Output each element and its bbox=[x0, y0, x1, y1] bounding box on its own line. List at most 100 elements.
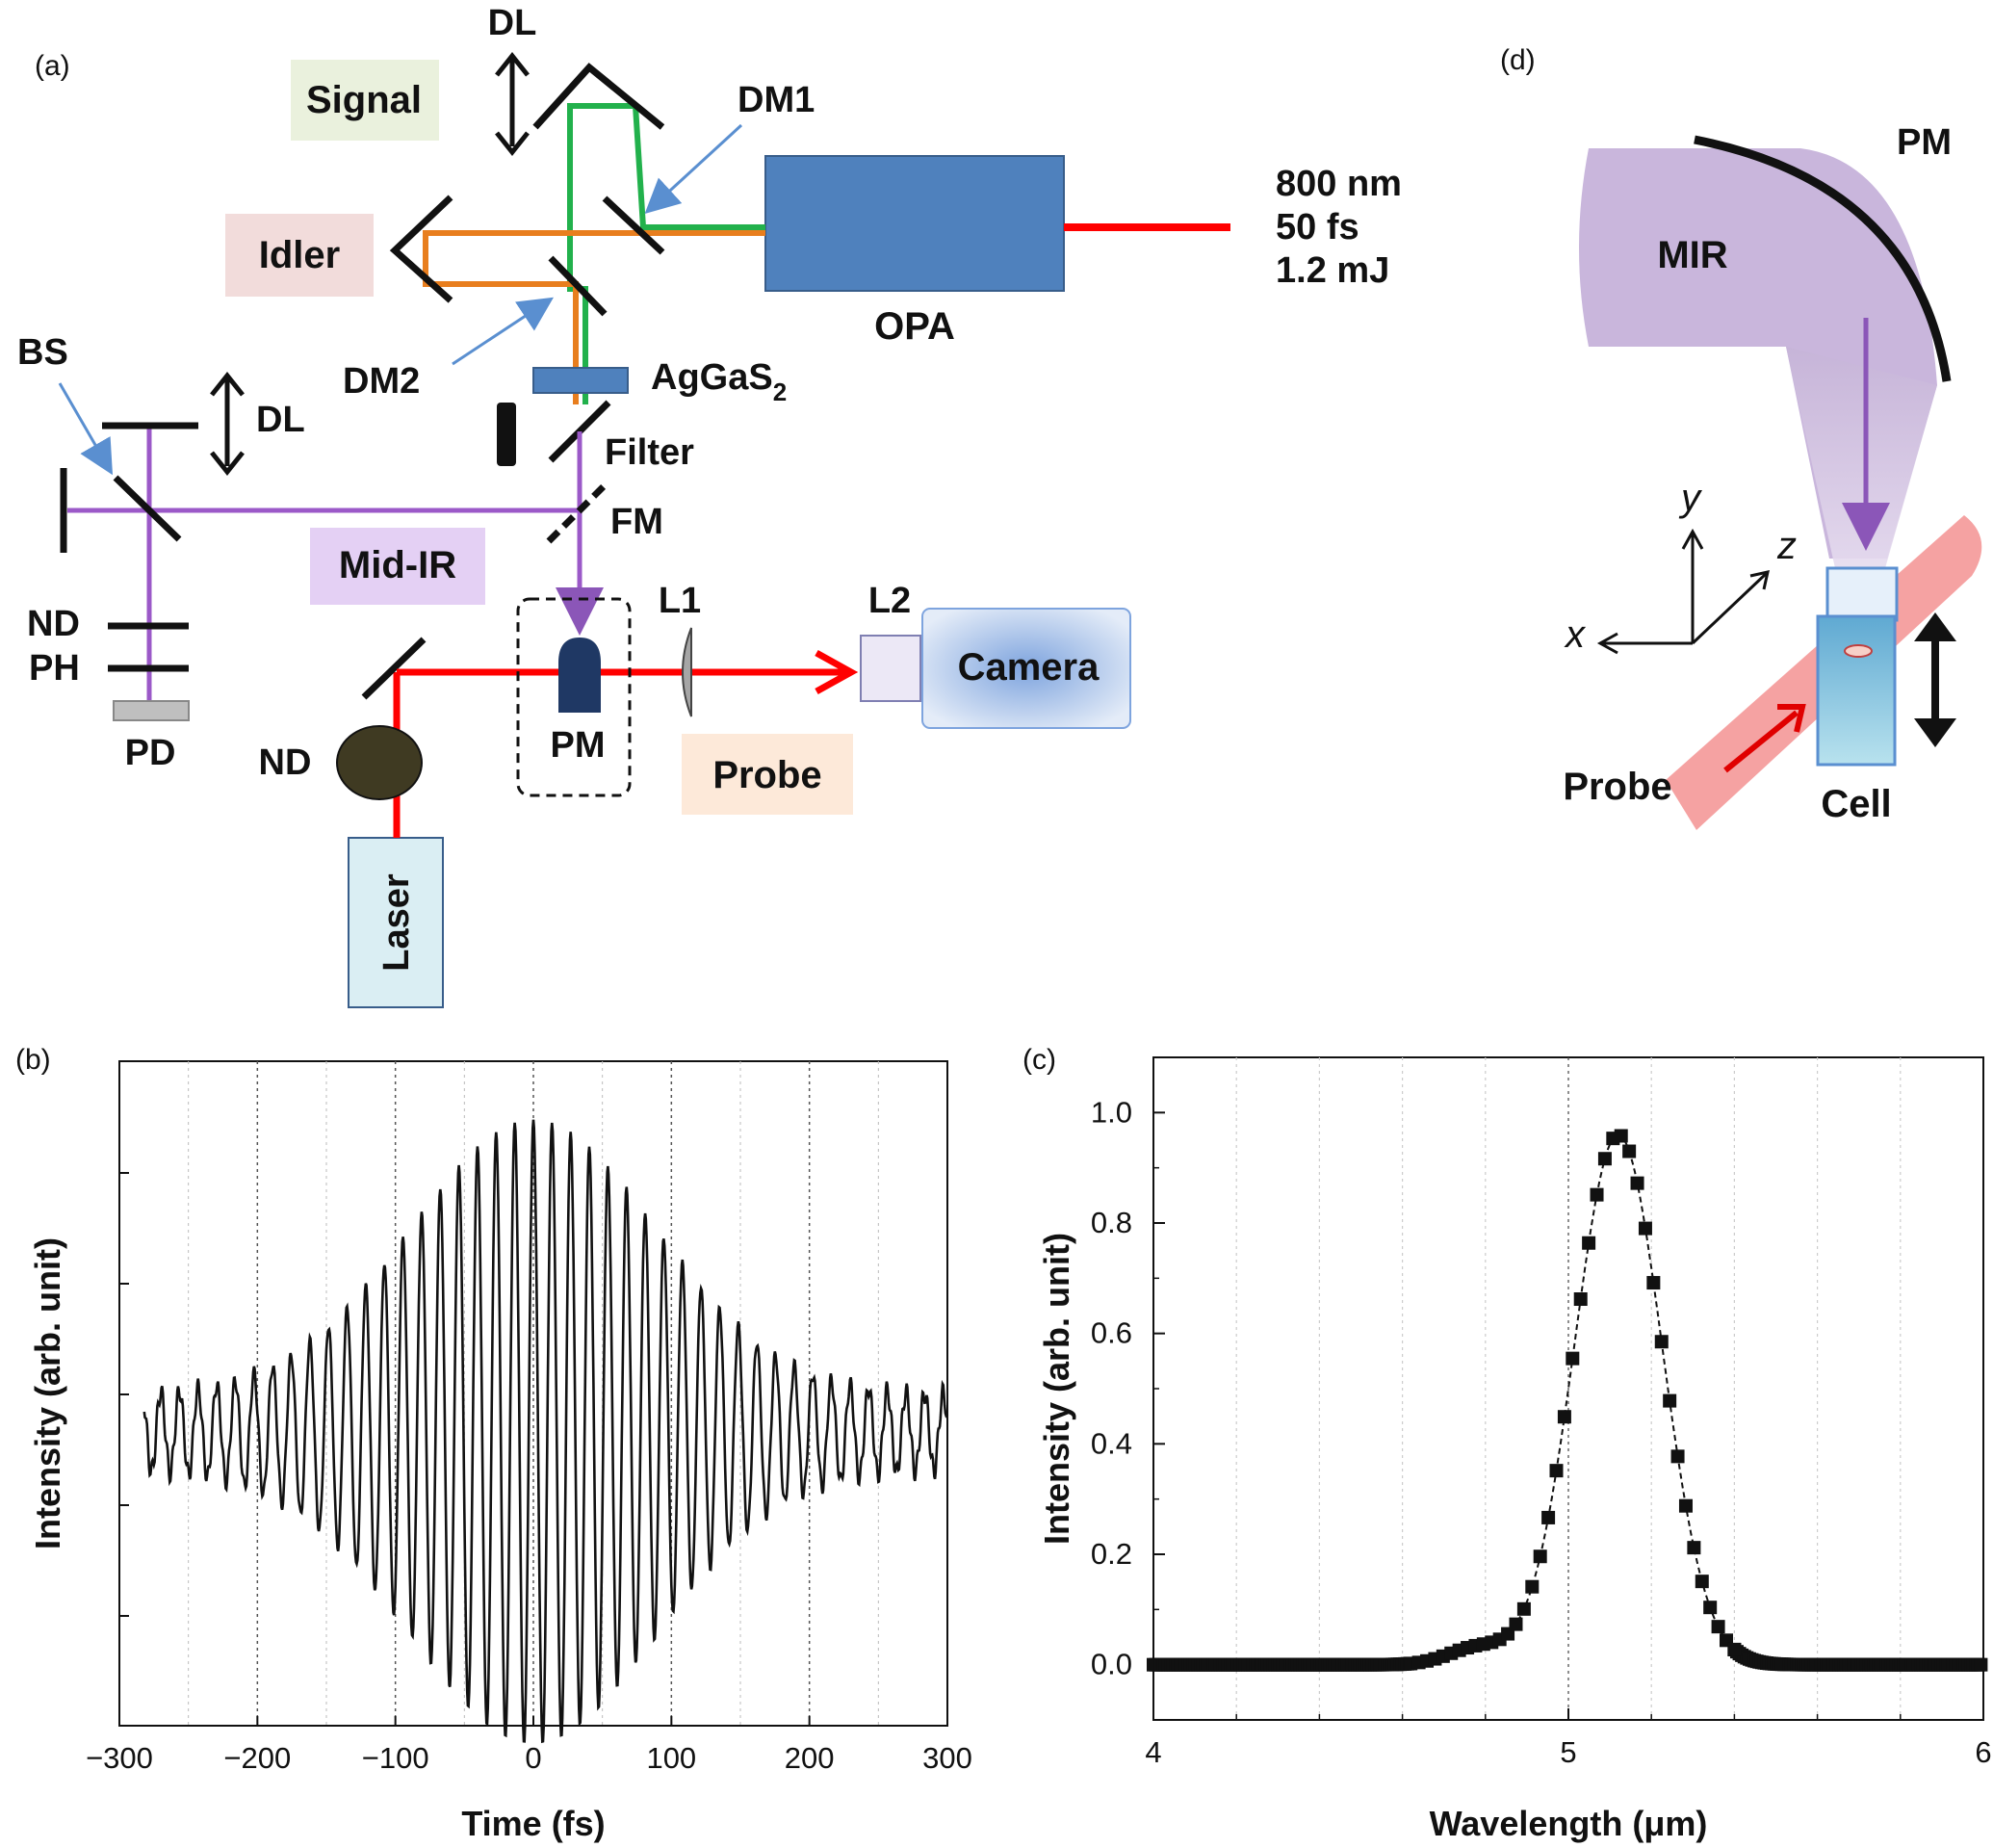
chart-b-xtick-label: 100 bbox=[646, 1741, 696, 1775]
chart-c-marker bbox=[1663, 1393, 1677, 1408]
cell-translation-head-down bbox=[1914, 718, 1956, 747]
laser-spec-1: 800 nm bbox=[1276, 164, 1402, 204]
chart-c-ytick-label: 0.8 bbox=[1091, 1206, 1132, 1239]
chart-c-marker bbox=[1582, 1236, 1596, 1250]
beam-splitter bbox=[113, 475, 182, 542]
mir-label: MIR bbox=[1657, 234, 1727, 276]
axis-z-line bbox=[1691, 572, 1768, 645]
chart-c-marker bbox=[1590, 1187, 1604, 1202]
laser-spec-3: 1.2 mJ bbox=[1276, 250, 1389, 291]
pm-dashed-box bbox=[516, 597, 632, 797]
roof-mirror-idler bbox=[389, 195, 453, 303]
l1-label: L1 bbox=[659, 581, 701, 621]
fm-label: FM bbox=[610, 502, 663, 542]
chart-c-marker bbox=[1687, 1541, 1701, 1555]
dl-left-arrowhead-up bbox=[210, 371, 245, 397]
probe-arrowhead bbox=[815, 649, 859, 695]
dl-top-arrowhead-up bbox=[495, 51, 530, 77]
probe-turn-mirror bbox=[361, 637, 427, 700]
axis-x-head bbox=[1596, 632, 1618, 655]
chart-c-ytick-label: 0.0 bbox=[1091, 1648, 1132, 1681]
camera-body bbox=[921, 608, 1131, 729]
l2-label: L2 bbox=[868, 581, 911, 621]
chart-c-marker bbox=[1549, 1464, 1564, 1478]
chart-b-xtick-label: 300 bbox=[922, 1741, 972, 1775]
axis-z-head bbox=[1749, 570, 1770, 590]
probe-direction-arrowhead bbox=[1777, 704, 1806, 733]
dl-left-arrowhead-down bbox=[210, 451, 245, 477]
chart-c-marker bbox=[1638, 1221, 1652, 1236]
chart-b-xtick-label: −300 bbox=[86, 1741, 153, 1775]
chart-c-marker bbox=[1597, 1152, 1612, 1166]
panel-b-label: (b) bbox=[15, 1044, 51, 1076]
dm1-pointer bbox=[644, 123, 743, 215]
dm1-mirror bbox=[602, 195, 665, 255]
panel-d: (d) PM MIR Probe Cell y z x bbox=[1500, 44, 1982, 830]
chart-c-xlabel: Wavelength (μm) bbox=[1430, 1804, 1708, 1843]
chart-c-marker bbox=[1525, 1579, 1540, 1594]
chart-c-marker bbox=[1622, 1144, 1637, 1158]
idler-beam bbox=[423, 230, 765, 404]
opa-box bbox=[764, 155, 1065, 292]
photodiode bbox=[113, 700, 190, 721]
axis-y-head bbox=[1681, 528, 1704, 550]
panel-a: (a) Signal Idler Mid-IR Probe OPA 800 nm… bbox=[17, 3, 1402, 1008]
probe-box bbox=[682, 734, 853, 815]
chart-b-xtick-label: 200 bbox=[785, 1741, 835, 1775]
chart-c-ytick-label: 0.2 bbox=[1091, 1537, 1132, 1571]
chart-c-marker bbox=[1654, 1335, 1669, 1349]
chart-c-ytick-label: 0.4 bbox=[1091, 1426, 1132, 1460]
chart-c-marker bbox=[1541, 1510, 1556, 1524]
chart-c-marker bbox=[1557, 1410, 1571, 1424]
chart-c-marker bbox=[1646, 1276, 1661, 1290]
parabolic-mirror-d bbox=[1694, 135, 1952, 382]
chart-b-xlabel: Time (fs) bbox=[461, 1804, 605, 1843]
dl-top-label: DL bbox=[488, 3, 537, 43]
sample-spot bbox=[1844, 644, 1873, 658]
cell-top bbox=[1825, 566, 1899, 622]
chart-c-marker bbox=[1678, 1498, 1693, 1513]
signal-box bbox=[291, 60, 439, 141]
cell-translation-head-up bbox=[1914, 612, 1956, 641]
chart-b-xtick-label: 0 bbox=[525, 1741, 541, 1775]
lens-l1 bbox=[682, 627, 692, 717]
axis-y-label: y bbox=[1678, 477, 1703, 519]
opa-label: OPA bbox=[874, 305, 955, 348]
dm2-mirror bbox=[548, 255, 608, 317]
chart-b-xtick-label: −200 bbox=[223, 1741, 291, 1775]
mid-ir-box bbox=[310, 528, 485, 605]
chart-c-marker bbox=[1703, 1601, 1718, 1615]
signal-beam bbox=[567, 103, 765, 404]
chart-c-ytick-label: 1.0 bbox=[1091, 1095, 1132, 1129]
panel-a-label: (a) bbox=[35, 50, 70, 82]
chart-c-marker bbox=[1533, 1549, 1547, 1564]
roof-mirror-top bbox=[532, 63, 665, 130]
pm-label-d: PM bbox=[1897, 122, 1952, 163]
dl-left-label: DL bbox=[256, 400, 305, 440]
nd-filter-2 bbox=[336, 725, 423, 800]
idler-box bbox=[225, 214, 374, 297]
chart-c-marker bbox=[1630, 1176, 1644, 1190]
filter-label: Filter bbox=[605, 432, 694, 473]
chart-c-marker bbox=[1566, 1351, 1580, 1366]
chart-c-marker bbox=[1516, 1601, 1531, 1616]
chart-c-marker bbox=[1711, 1620, 1725, 1634]
nd1-label: ND bbox=[27, 604, 80, 644]
chart-b-xtick-label: −100 bbox=[362, 1741, 429, 1775]
chart-c-xtick-label: 6 bbox=[1975, 1735, 1991, 1769]
lens-l2 bbox=[860, 635, 921, 702]
axis-x-label: x bbox=[1564, 613, 1587, 656]
dm2-pointer bbox=[452, 297, 555, 366]
axis-z-label: z bbox=[1776, 525, 1797, 567]
idler-label: Idler bbox=[259, 234, 340, 276]
pd-label: PD bbox=[125, 733, 176, 773]
mid-ir-label: Mid-IR bbox=[339, 544, 456, 586]
flip-mirror bbox=[546, 481, 609, 544]
probe-label-d: Probe bbox=[1563, 766, 1671, 808]
chart-b-ylabel: Intensity (arb. unit) bbox=[28, 1237, 67, 1549]
cell-label: Cell bbox=[1821, 783, 1891, 825]
chart-c-marker bbox=[1695, 1575, 1709, 1589]
